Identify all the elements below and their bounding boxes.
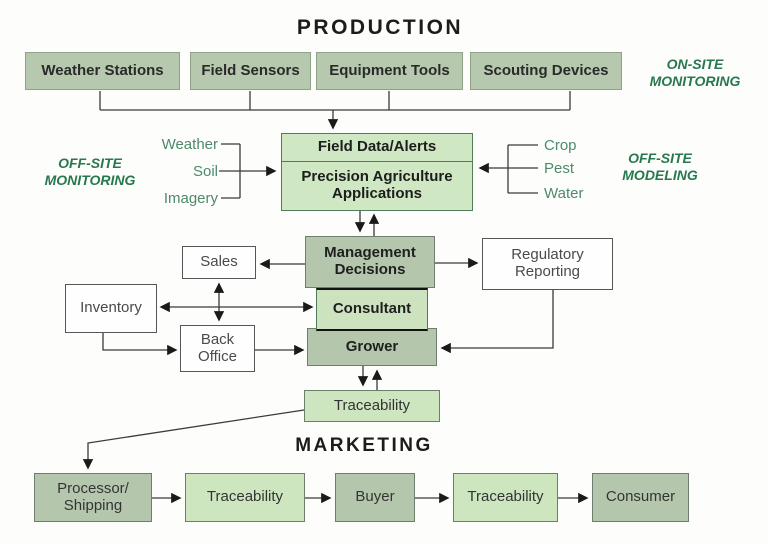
node-processor-shipping: Processor/ Shipping (34, 473, 152, 522)
node-consumer: Consumer (592, 473, 689, 522)
off-site-monitoring-label: OFF-SITE MONITORING (44, 155, 136, 188)
input-soil-label: Soil (192, 163, 218, 180)
node-precision-agriculture-label: Precision Agriculture Applications (301, 168, 453, 202)
node-management-decisions: Management Decisions (305, 236, 435, 288)
node-grower: Grower (307, 328, 437, 366)
node-traceability-2: Traceability (453, 473, 558, 522)
top-row-merge-line (99, 91, 571, 111)
arrow-inventory-to-backoffice (102, 333, 178, 356)
node-inventory: Inventory (65, 284, 157, 333)
node-precision-agriculture-applications: Field Data/Alerts Precision Agriculture … (281, 133, 473, 211)
arrow-traceability-to-processor (82, 409, 305, 470)
input-weather-label: Weather (161, 136, 218, 153)
production-heading: PRODUCTION (296, 16, 464, 39)
node-traceability-mid: Traceability (304, 390, 440, 422)
input-imagery-label: Imagery (163, 190, 218, 207)
marketing-heading: MARKETING (295, 435, 433, 456)
node-back-office: Back Office (180, 325, 255, 372)
input-crop-label: Crop (544, 137, 577, 154)
input-water-label: Water (544, 185, 584, 202)
node-buyer: Buyer (335, 473, 415, 522)
arrow-regulatory-to-grower (440, 290, 554, 354)
node-field-data-alerts: Field Data/Alerts (282, 134, 472, 162)
node-equipment-tools: Equipment Tools (316, 52, 463, 90)
node-sales: Sales (182, 246, 256, 279)
node-regulatory-reporting: Regulatory Reporting (482, 238, 613, 290)
node-scouting-devices: Scouting Devices (470, 52, 622, 90)
right-inputs-bracket (507, 144, 538, 194)
left-inputs-bracket (219, 143, 241, 199)
node-consultant: Consultant (316, 288, 428, 331)
off-site-modeling-label: OFF-SITE MODELING (622, 150, 698, 183)
input-pest-label: Pest (544, 160, 575, 177)
node-traceability-1: Traceability (185, 473, 305, 522)
node-field-sensors: Field Sensors (190, 52, 311, 90)
node-weather-stations: Weather Stations (25, 52, 180, 90)
on-site-monitoring-label: ON-SITE MONITORING (649, 56, 741, 89)
